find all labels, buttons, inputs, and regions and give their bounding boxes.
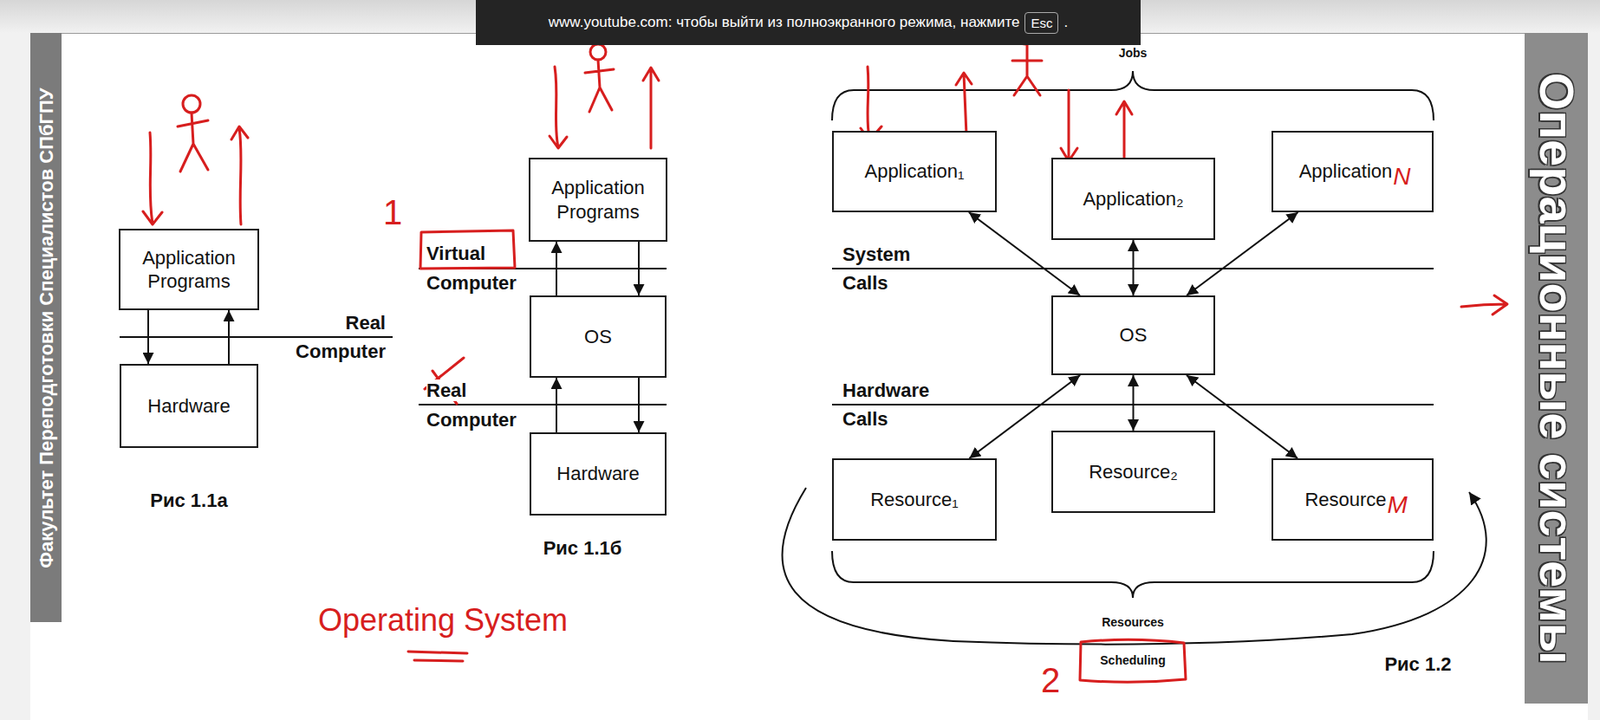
label-box: Real Computer [295, 308, 386, 366]
process-box: Application Programs [118, 228, 260, 311]
label-box: Рис 1.2 [1384, 653, 1451, 676]
process-box: Resource₁ [832, 458, 997, 541]
process-box: Hardware [529, 432, 667, 516]
boundary-label: Hardware Calls [842, 379, 930, 430]
hand-arrow [549, 66, 567, 149]
hand-arrow [1461, 295, 1508, 315]
connector-arrow [147, 310, 150, 365]
figure-caption: Рис 1.2 [1384, 653, 1451, 676]
connector-arrow [227, 310, 230, 365]
process-box: Hardware [119, 364, 259, 449]
label-box: Рис 1.1б [543, 537, 623, 560]
box-text: Resource [1304, 487, 1386, 513]
brace [832, 71, 1434, 121]
process-box: Application Programs [528, 157, 668, 242]
hand-box [1079, 639, 1186, 683]
process-box: Application₂ [1051, 157, 1216, 241]
boundary-label: System Calls [842, 243, 911, 294]
connector-arrow [637, 241, 640, 296]
handwritten-note: Operating System [318, 602, 568, 638]
brace-label: Jobs [1118, 45, 1148, 60]
hand-arrow [956, 72, 972, 136]
label-box: Jobs [1118, 45, 1148, 60]
stick-figure [182, 95, 201, 113]
hand-arrow [1060, 90, 1078, 162]
connector-arrow [555, 241, 558, 296]
box-text: Application₁ [864, 159, 964, 184]
label-box: Resources [1101, 615, 1165, 630]
label-box: Операционные системы [1528, 72, 1584, 665]
hand-arrow [143, 132, 163, 225]
label-box: 2 [1040, 660, 1061, 701]
box-text: Resource₁ [870, 487, 959, 513]
connector-arrow [637, 377, 640, 433]
process-box: Application₁ [832, 130, 997, 213]
boundary-label: Virtual Computer [426, 242, 517, 294]
stick-figure [1012, 44, 1042, 96]
brace [832, 551, 1434, 599]
label-box: M [1387, 491, 1408, 520]
notice-text: www.youtube.com: чтобы выйти из полноэкр… [548, 13, 1021, 32]
process-box: Resource₂ [1051, 430, 1216, 514]
callout-number: 1 [383, 193, 403, 232]
sidebar-text: Факультет Переподготовки Специалистов СП… [34, 88, 57, 569]
notice-text: . [1063, 13, 1068, 32]
handwritten-index: N [1392, 162, 1411, 190]
slide-title: Операционные системы [1529, 72, 1585, 665]
brace-label: Scheduling [1099, 653, 1165, 668]
figure-caption: Рис 1.1б [543, 537, 623, 560]
connector-arrow [1132, 375, 1135, 431]
label-box: Hardware Calls [842, 376, 930, 434]
box-text: OS [1119, 323, 1148, 348]
fullscreen-notice: www.youtube.com: чтобы выйти из полноэкр… [475, 0, 1141, 46]
brace-label: Resources [1101, 615, 1165, 630]
label-box: Operating System [318, 602, 568, 638]
process-box: OS [529, 295, 667, 378]
label-box: Real Computer [426, 376, 517, 436]
process-box: Resource [1271, 458, 1434, 541]
stick-figure [177, 112, 209, 172]
callout-number: 2 [1040, 661, 1061, 700]
stick-figure [590, 44, 606, 60]
box-text: Application₂ [1082, 187, 1184, 212]
hand-arrow [1116, 101, 1132, 163]
process-box: OS [1051, 295, 1216, 376]
box-text: Resource₂ [1088, 460, 1178, 485]
hand-arrow [643, 67, 659, 149]
figure-caption: Рис 1.1а [149, 489, 228, 512]
hand-underline [408, 651, 468, 662]
stick-figure [585, 59, 614, 112]
box-text: Hardware [556, 461, 639, 487]
box-text: Application Programs [537, 175, 659, 224]
label-box: Scheduling [1099, 653, 1165, 668]
key-hint: Esc [1024, 12, 1059, 34]
box-text: OS [584, 325, 612, 350]
label-box: Рис 1.1а [149, 489, 228, 512]
boundary-label: Real Computer [295, 312, 386, 363]
label-box: N [1392, 162, 1411, 191]
boundary-label: Real Computer [426, 379, 517, 431]
label-box: 1 [383, 192, 403, 233]
hand-arrow [231, 126, 248, 225]
connector-arrow [1132, 240, 1135, 296]
box-text: Application Programs [127, 246, 251, 294]
box-text: Application [1299, 159, 1393, 184]
label-box: System Calls [842, 240, 911, 298]
handwritten-index: M [1387, 491, 1408, 519]
label-box: Факультет Переподготовки Специалистов СП… [34, 88, 57, 569]
connector-arrow [555, 377, 558, 433]
box-text: Hardware [147, 394, 230, 419]
label-box: Virtual Computer [426, 239, 517, 299]
boundary-line [119, 336, 393, 339]
hand-arrow [860, 66, 882, 141]
